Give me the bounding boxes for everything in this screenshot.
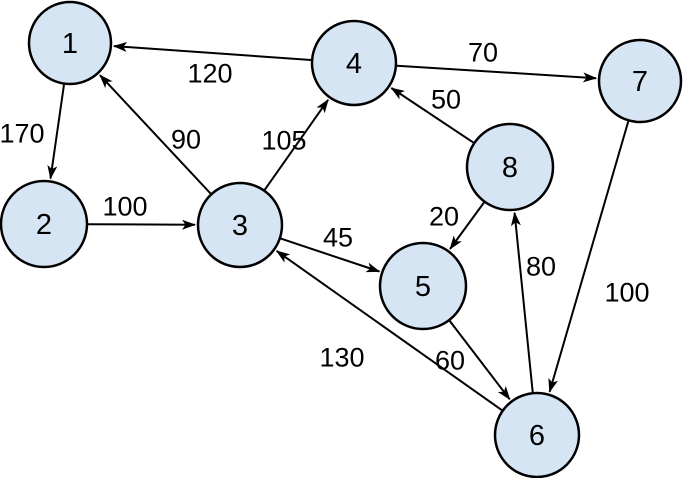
node-8-label: 8 xyxy=(502,152,518,184)
node-1-label: 1 xyxy=(62,28,78,60)
edge-3-5-weight-label: 45 xyxy=(323,222,353,252)
edge-3-1-weight-label: 90 xyxy=(171,124,201,154)
edge-6-8-arrow xyxy=(510,211,534,393)
edge-6-8-weight-label: 80 xyxy=(526,251,556,281)
edge-8-4-arrow xyxy=(390,87,474,144)
edge-8-4-weight-label: 50 xyxy=(431,84,461,114)
edge-3-4-weight-label: 105 xyxy=(261,125,306,155)
edge-1-2-arrow xyxy=(47,84,65,180)
edge-6-3-weight-label: 130 xyxy=(319,342,364,372)
node-3-label: 3 xyxy=(232,210,248,242)
edge-2-3-arrow xyxy=(87,219,196,230)
node-4-circle xyxy=(310,19,398,107)
edge-4-7-weight-label: 70 xyxy=(468,37,498,67)
node-1-circle xyxy=(27,0,113,86)
edge-5-6-arrow xyxy=(448,320,511,401)
node-2-circle xyxy=(0,179,89,269)
edge-8-5-weight-label: 20 xyxy=(429,201,459,231)
edge-7-6-arrow xyxy=(548,121,630,393)
node-3-circle xyxy=(196,181,284,269)
edge-2-3-weight-label: 100 xyxy=(102,191,147,221)
edge-4-1-weight-label: 120 xyxy=(187,58,232,88)
node-6-circle xyxy=(493,391,581,478)
edge-3-5-arrow xyxy=(280,237,381,273)
edge-6-3-arrow xyxy=(275,250,503,412)
edge-3-4-arrow xyxy=(263,98,329,191)
node-4-label: 4 xyxy=(346,48,362,80)
edge-8-5-arrow xyxy=(449,201,485,250)
node-6-label: 6 xyxy=(529,420,545,452)
node-7-circle xyxy=(597,38,683,124)
edge-4-1-arrow xyxy=(112,42,312,61)
node-5-circle xyxy=(378,241,468,331)
node-8-circle xyxy=(465,122,555,212)
edge-3-1-arrow xyxy=(99,74,212,195)
edge-4-7-arrow xyxy=(396,64,598,83)
edge-1-2-weight-label: 170 xyxy=(0,118,45,148)
edge-7-6-weight-label: 100 xyxy=(604,277,649,307)
node-2-label: 2 xyxy=(36,209,52,241)
edge-5-6-weight-label: 60 xyxy=(435,345,465,375)
node-7-label: 7 xyxy=(632,66,648,98)
node-5-label: 5 xyxy=(415,271,431,303)
